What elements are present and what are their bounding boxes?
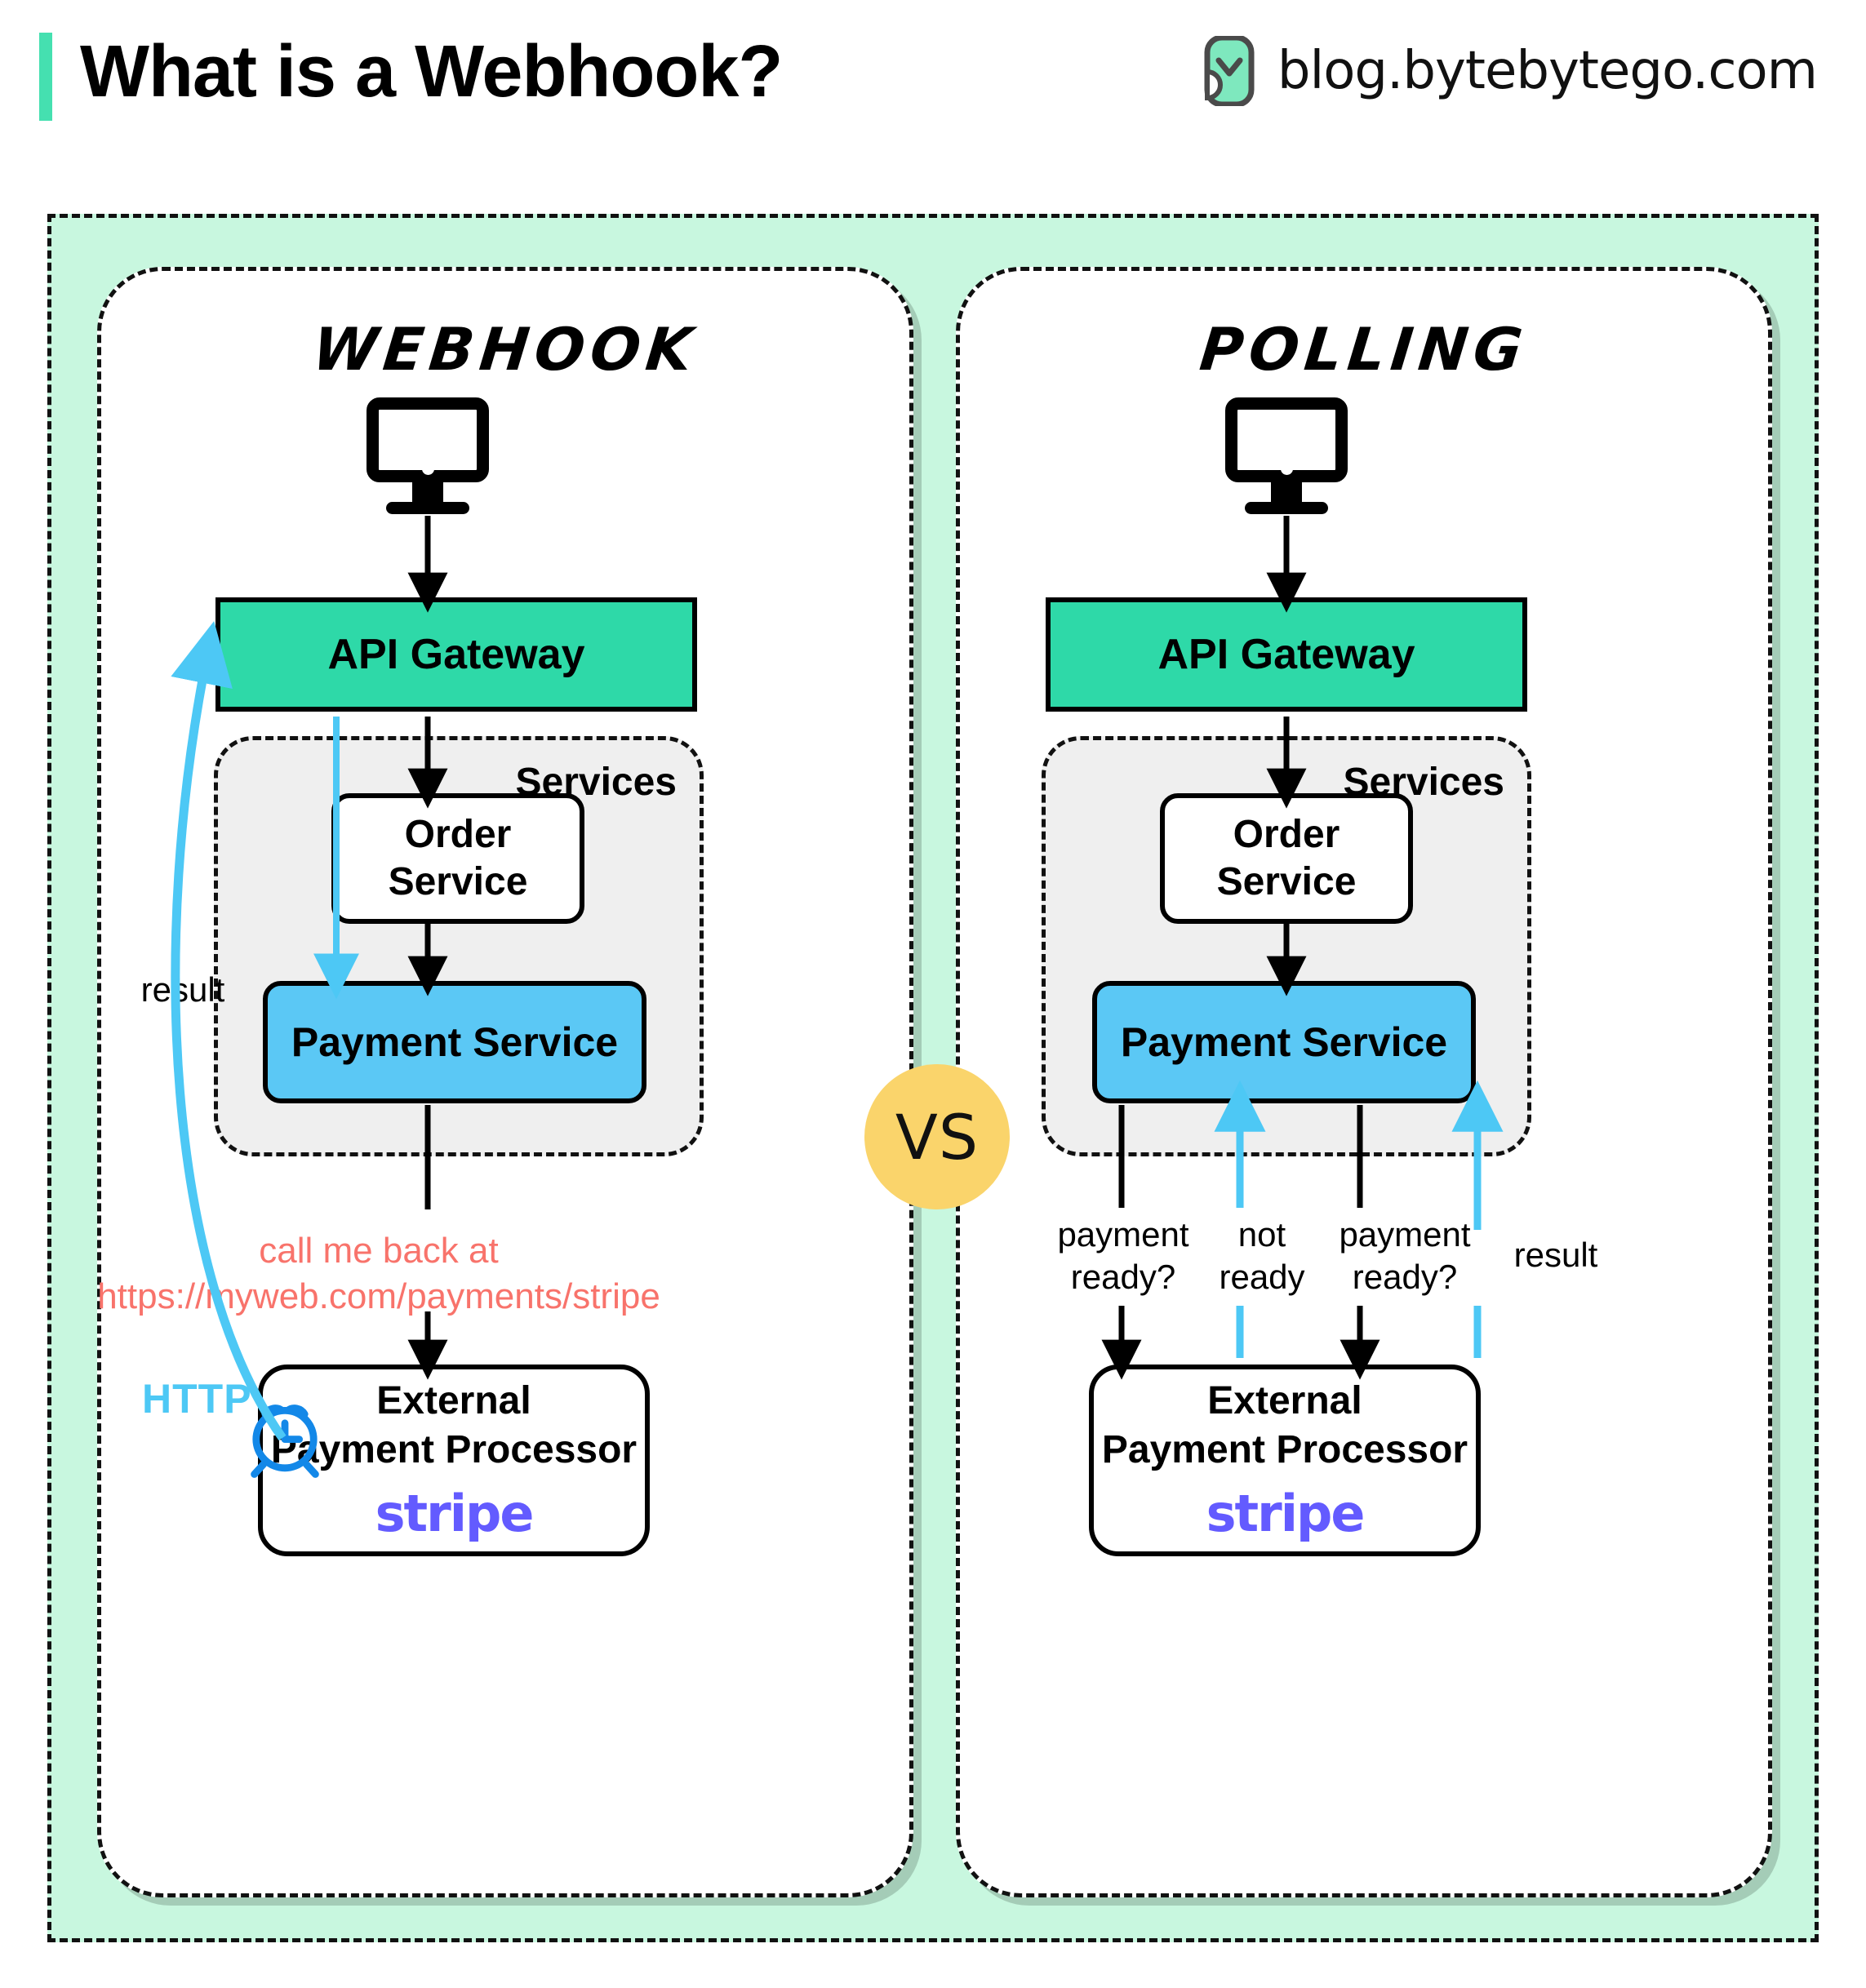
monitor-indicator-dot [422, 463, 434, 475]
stripe-logo: stripe [375, 1484, 535, 1543]
monitor-icon [367, 397, 489, 514]
label-reply-line-2: ready [1219, 1258, 1305, 1296]
monitor-indicator-dot [1281, 463, 1293, 475]
label-result-polling: result [1513, 1236, 1598, 1274]
node-order-service-label-2: Service [1216, 860, 1357, 903]
label-http: HTTP [142, 1376, 252, 1422]
brand-url: blog.bytebytego.com [1277, 41, 1818, 101]
node-order-service: Order Service [1160, 793, 1413, 924]
label-reply-line-1: not [1237, 1215, 1286, 1254]
label-poll-1: payment ready? [1037, 1214, 1209, 1298]
node-payment-service: Payment Service [1092, 981, 1476, 1103]
node-external-label-1: External [1207, 1379, 1362, 1422]
brand: blog.bytebytego.com [1199, 36, 1818, 106]
label-reply-not-ready: not ready [1205, 1214, 1319, 1298]
node-external-payment-processor: External Payment Processor stripe [1089, 1365, 1481, 1556]
node-api-gateway-label: API Gateway [1157, 631, 1415, 678]
label-poll-2-line-1: payment [1339, 1215, 1471, 1254]
node-api-gateway-label: API Gateway [327, 631, 585, 678]
bytebytego-logo-icon [1204, 36, 1255, 106]
node-external-label-2: Payment Processor [1101, 1428, 1468, 1471]
label-callback-line-1: call me back at [259, 1231, 499, 1271]
node-api-gateway: API Gateway [215, 597, 697, 712]
vs-badge: VS [864, 1064, 1010, 1209]
node-api-gateway: API Gateway [1046, 597, 1527, 712]
comparison-frame: Webhook API Gateway Services Order Servi… [47, 214, 1819, 1942]
node-order-service-label-2: Service [388, 860, 528, 903]
alarm-clock-icon [251, 1404, 319, 1478]
label-callback-line-2: https://myweb.com/payments/stripe [97, 1276, 660, 1316]
monitor-base [1245, 502, 1328, 514]
panel-title-webhook: Webhook [309, 315, 701, 384]
panel-webhook: Webhook API Gateway Services Order Servi… [97, 267, 913, 1897]
panel-polling: Polling API Gateway Services Order Servi… [956, 267, 1772, 1897]
node-order-service-label-1: Order [1233, 813, 1340, 856]
node-payment-service-label: Payment Service [1120, 1019, 1448, 1065]
page-header: What is a Webhook? blog.bytebytego.com [0, 0, 1866, 163]
node-external-label-2: Payment Processor [270, 1428, 638, 1471]
node-payment-service: Payment Service [263, 981, 646, 1103]
page-title: What is a Webhook? [80, 31, 783, 113]
label-poll-1-line-2: ready? [1070, 1258, 1176, 1296]
stripe-logo: stripe [1206, 1484, 1366, 1543]
title-accent-bar [39, 33, 52, 121]
monitor-neck [1271, 482, 1302, 504]
label-result-webhook: result [140, 970, 225, 1009]
node-order-service-label-1: Order [404, 813, 512, 856]
node-external-payment-processor: External Payment Processor stripe [258, 1365, 650, 1556]
vs-label: VS [895, 1100, 980, 1174]
label-poll-2: payment ready? [1319, 1214, 1491, 1298]
label-poll-2-line-2: ready? [1352, 1258, 1458, 1296]
node-payment-service-label: Payment Service [291, 1019, 619, 1065]
label-callback: call me back at https://myweb.com/paymen… [69, 1228, 689, 1320]
monitor-base [386, 502, 469, 514]
monitor-icon [1225, 397, 1348, 514]
node-order-service: Order Service [331, 793, 584, 924]
node-external-label-1: External [376, 1379, 531, 1422]
panel-title-polling: Polling [1197, 315, 1531, 384]
monitor-neck [412, 482, 443, 504]
label-poll-1-line-1: payment [1057, 1215, 1189, 1254]
monitor-screen [1225, 397, 1348, 482]
